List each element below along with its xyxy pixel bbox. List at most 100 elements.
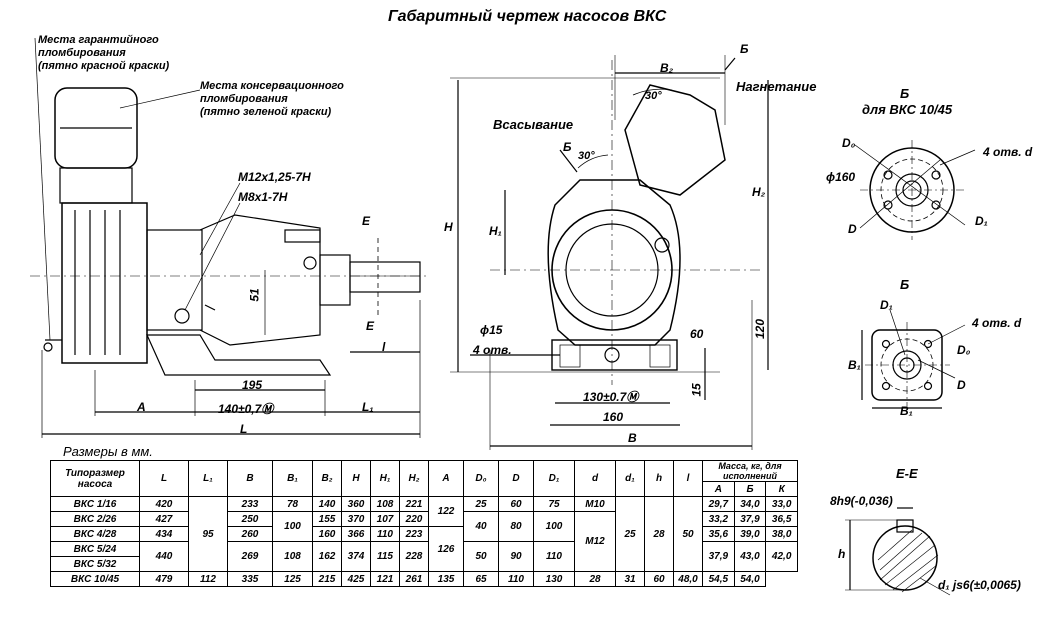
cell-H1: 110 bbox=[370, 526, 400, 542]
cell-h: 31 bbox=[615, 571, 645, 587]
th-A: A bbox=[428, 460, 464, 497]
cell-B2: 215 bbox=[312, 571, 342, 587]
warranty-seal-callout: Места гарантийного пломбирования (пятно … bbox=[38, 34, 169, 73]
cell-H2: 223 bbox=[399, 526, 429, 542]
dim-D0-bottom: D₀ bbox=[957, 343, 971, 357]
cell-D-80: 80 bbox=[498, 511, 534, 542]
cell-H-374: 374 bbox=[341, 541, 371, 572]
discharge-label: Нагнетание bbox=[736, 79, 817, 94]
dim-D0-top: D₀ bbox=[842, 136, 856, 150]
dim-140: 140±0,7Ⓜ bbox=[218, 402, 274, 416]
cell-B1-108: 108 bbox=[272, 541, 313, 572]
table-row: ВКС 1/16 420 95 233 78 140 360 108 221 1… bbox=[50, 496, 798, 572]
cell-mA: 35,6 bbox=[702, 526, 735, 542]
th-H: H bbox=[341, 460, 371, 497]
cell-name: ВКС 4/28 bbox=[50, 526, 140, 542]
cell-d-M12: M12 bbox=[574, 511, 616, 572]
section-ee-header: Е-Е bbox=[896, 466, 918, 481]
conservation-line-3: (пятно зеленой краски) bbox=[200, 106, 332, 118]
cell-B1: 125 bbox=[272, 571, 313, 587]
view-b-subtitle: для ВКС 10/45 bbox=[862, 102, 953, 117]
cell-D1: 75 bbox=[533, 496, 575, 512]
cell-mK: 42,0 bbox=[765, 541, 798, 572]
th-L1: L₁ bbox=[188, 460, 228, 497]
cell-D0-40: 40 bbox=[463, 511, 499, 542]
cell-B: 250 bbox=[227, 511, 273, 527]
table-row: ВКС 4/28 434 260 160 366 110 223 126 35,… bbox=[50, 526, 798, 572]
dim-51: 51 bbox=[247, 288, 262, 302]
dim-120: 120 bbox=[753, 318, 768, 340]
th-d: d bbox=[574, 460, 616, 497]
cell-d1-merged: 25 bbox=[615, 496, 645, 572]
conservation-line-1: Места консервационного bbox=[200, 80, 344, 92]
view-b-header: Б bbox=[900, 86, 910, 101]
cell-mB: 34,0 bbox=[733, 496, 767, 512]
thread-label-2: M8x1-7H bbox=[238, 190, 288, 204]
front-view bbox=[450, 55, 769, 450]
cell-B1-100: 100 bbox=[272, 511, 313, 542]
dim-D-top: D bbox=[848, 222, 857, 236]
cell-B2: 160 bbox=[312, 526, 342, 542]
th-B2: B₂ bbox=[312, 460, 342, 497]
view-b-arrow-label-2: Б bbox=[563, 140, 572, 154]
page-title: Габаритный чертеж насосов ВКС bbox=[388, 8, 667, 25]
section-mark-bottom: Е bbox=[366, 319, 375, 333]
th-H2: H₂ bbox=[399, 460, 429, 497]
cell-B2-162: 162 bbox=[312, 541, 342, 572]
cell-D0-50: 50 bbox=[463, 541, 499, 572]
cell-mA: 37,9 bbox=[702, 541, 735, 572]
th-H1: H₁ bbox=[370, 460, 400, 497]
cell-B2: 155 bbox=[312, 511, 342, 527]
th-B: B bbox=[227, 460, 273, 497]
cell-D1: 130 bbox=[533, 571, 575, 587]
cell-H2-228: 228 bbox=[399, 541, 429, 572]
cell-D0: 65 bbox=[463, 571, 499, 587]
cell-L1-merged: 95 bbox=[188, 496, 228, 572]
cell-mK: 54,0 bbox=[733, 571, 767, 587]
conservation-seal-callout: Места консервационного пломбирования (пя… bbox=[200, 80, 344, 119]
th-mass: Масса, кг, для исполнений bbox=[702, 460, 798, 482]
cell-H1-115: 115 bbox=[370, 541, 400, 572]
cell-H2: 261 bbox=[399, 571, 429, 587]
cell-name: ВКС 1/16 bbox=[50, 496, 140, 512]
cell-B2: 140 bbox=[312, 496, 342, 512]
th-d1: d₁ bbox=[615, 460, 645, 497]
cell-d1: 28 bbox=[574, 571, 616, 587]
cell-mB: 43,0 bbox=[733, 541, 767, 572]
key-fit-label: 8h9(-0,036) bbox=[830, 494, 893, 508]
cell-H1: 121 bbox=[370, 571, 400, 587]
dim-H: H bbox=[444, 220, 453, 234]
cell-L-440: 440 bbox=[139, 541, 189, 572]
cell-name: ВКС 5/24 bbox=[50, 541, 140, 557]
cell-D1-110: 110 bbox=[533, 541, 575, 572]
cell-H1: 108 bbox=[370, 496, 400, 512]
dim-L1: L₁ bbox=[362, 400, 374, 414]
th-h: h bbox=[644, 460, 674, 497]
cell-h-merged: 28 bbox=[644, 496, 674, 572]
conservation-line-2: пломбирования bbox=[200, 93, 288, 105]
cell-L1: 112 bbox=[188, 571, 228, 587]
dim-B1-side: B₁ bbox=[848, 358, 861, 372]
cell-name: ВКС 10/45 bbox=[50, 571, 140, 587]
cell-mK: 33,0 bbox=[765, 496, 798, 512]
dim-130: 130±0.7Ⓜ bbox=[583, 390, 639, 404]
cell-D-90: 90 bbox=[498, 541, 534, 572]
cell-H: 370 bbox=[341, 511, 371, 527]
spec-table: Типоразмер насоса L L₁ B B₁ B₂ H H₁ H₂ A… bbox=[50, 460, 798, 587]
cell-H2: 221 bbox=[399, 496, 429, 512]
cell-name: ВКС 2/26 bbox=[50, 511, 140, 527]
cell-D: 60 bbox=[498, 496, 534, 512]
cell-L: 420 bbox=[139, 496, 189, 512]
warranty-line-2: пломбирования bbox=[38, 47, 126, 59]
view-b-square-flange bbox=[861, 309, 966, 409]
cell-l: 60 bbox=[644, 571, 674, 587]
dim-160: 160 bbox=[603, 410, 624, 424]
dim-D-bottom: D bbox=[957, 378, 966, 392]
cell-B-269: 269 bbox=[227, 541, 273, 572]
cell-B: 233 bbox=[227, 496, 273, 512]
th-mass-K: К bbox=[765, 481, 798, 497]
dim-D1-top: D₁ bbox=[975, 214, 988, 228]
angle-30-discharge: 30° bbox=[645, 90, 662, 102]
view-b-arrow-label: Б bbox=[740, 42, 749, 56]
